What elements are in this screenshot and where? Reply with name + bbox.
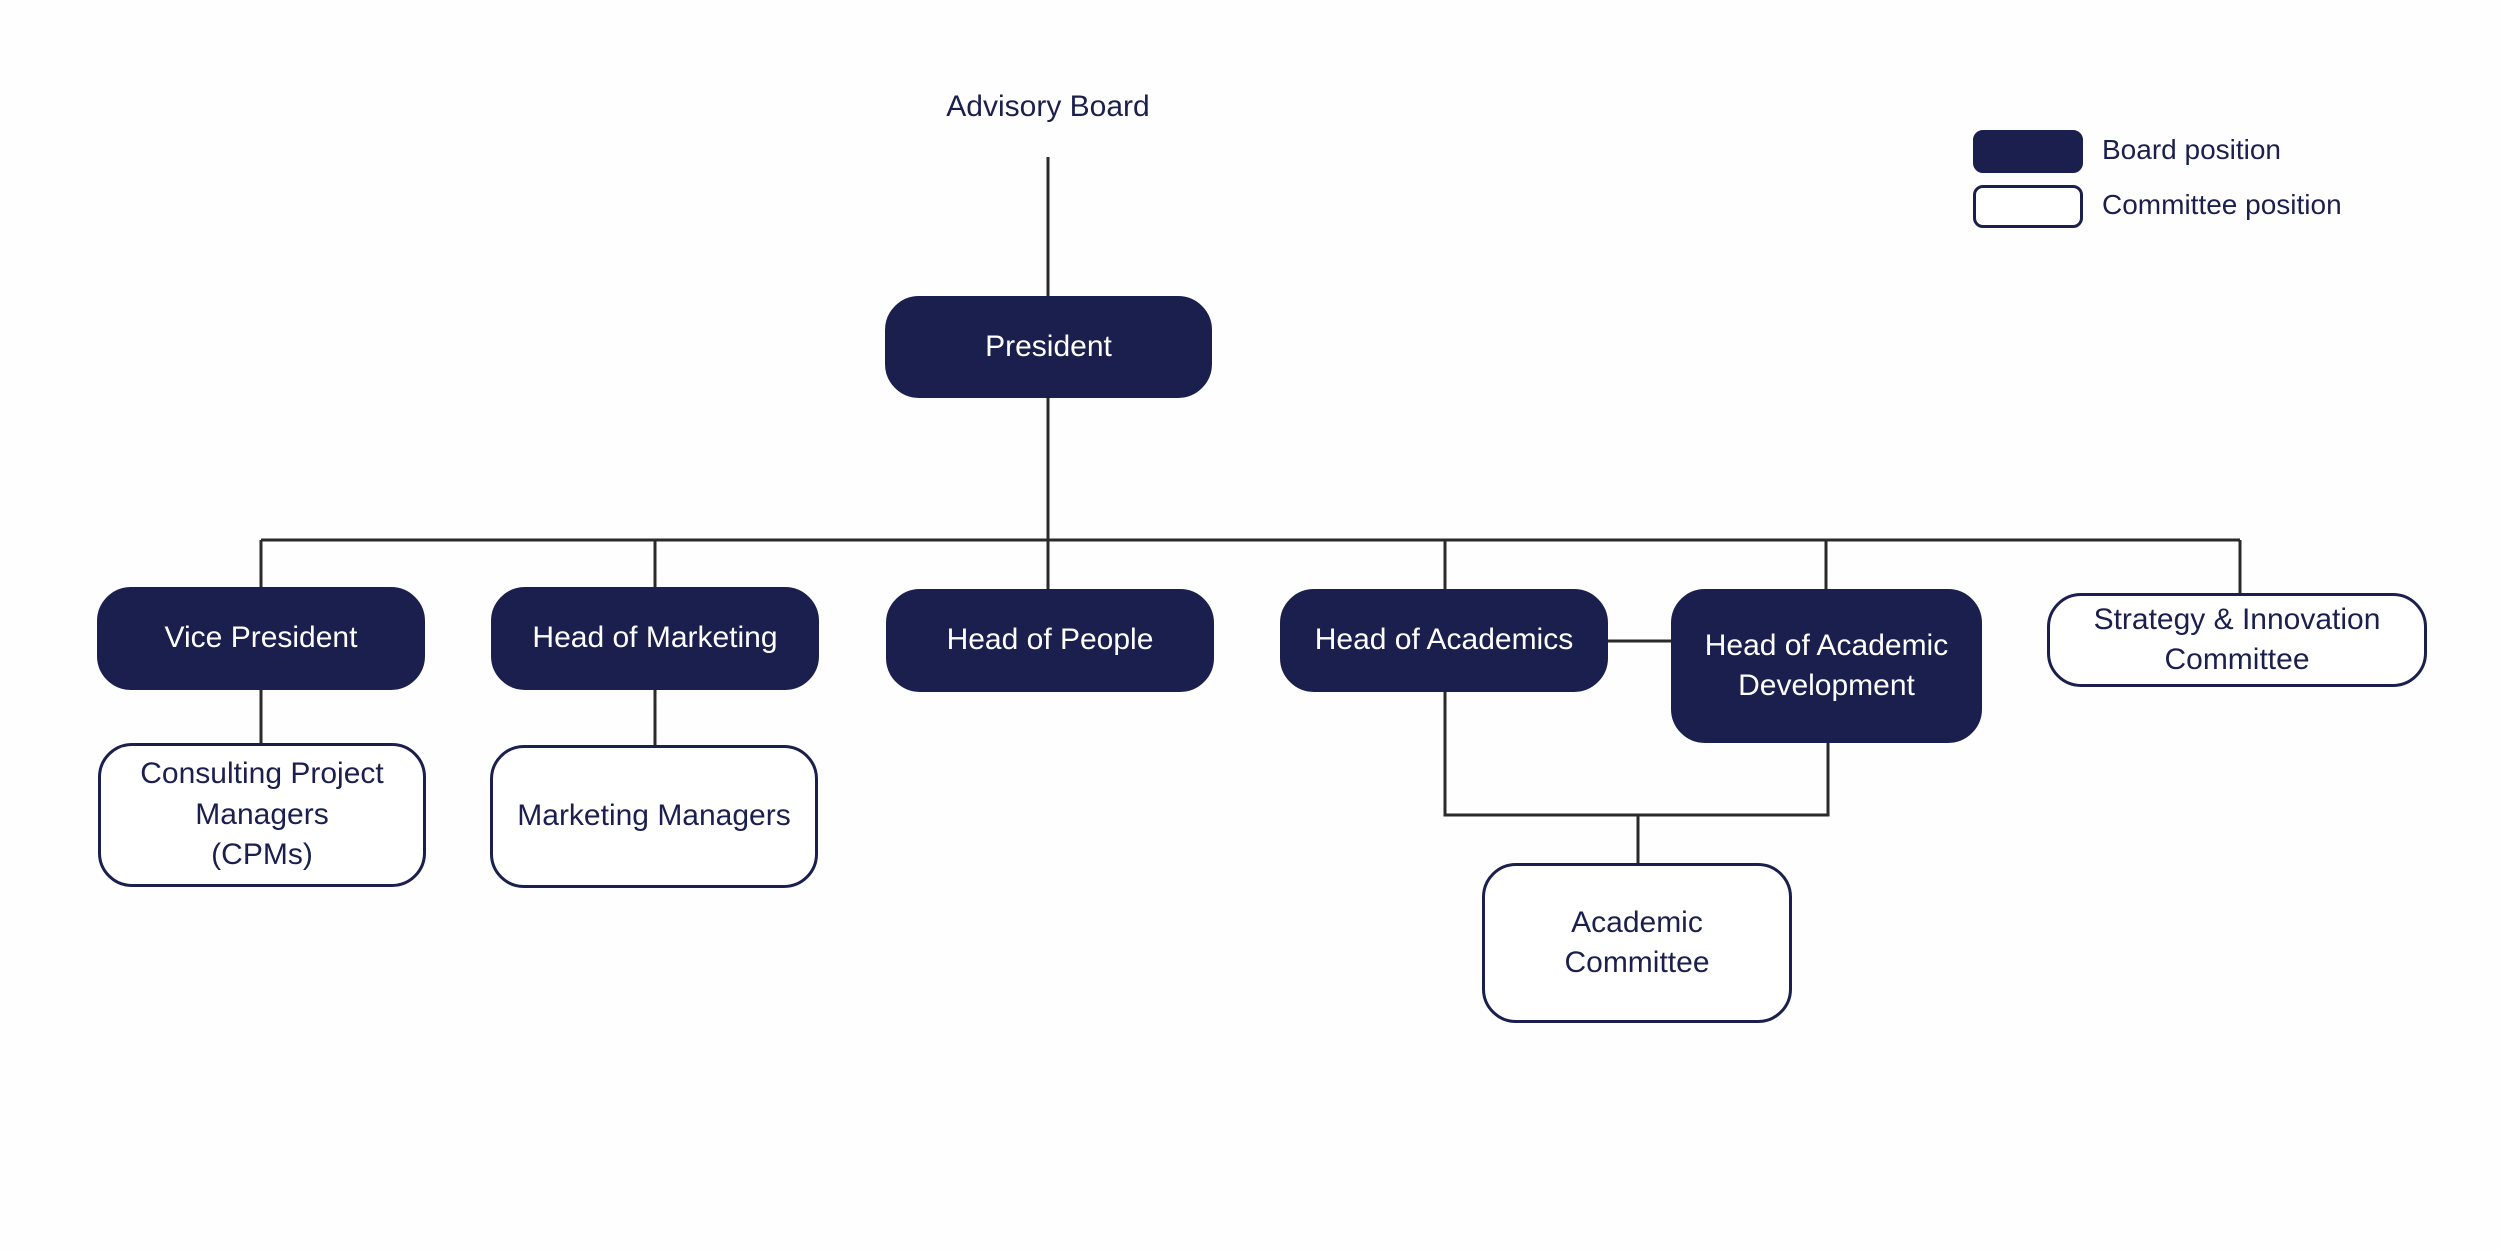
legend-committee-swatch — [1973, 185, 2083, 228]
advisory-board-label: Advisory Board — [946, 90, 1150, 123]
president-node[interactable]: President — [885, 296, 1212, 398]
head-of-academics-node[interactable]: Head of Academics — [1280, 589, 1608, 692]
vice-president-node[interactable]: Vice President — [97, 587, 425, 690]
legend-board-label: Board position — [2102, 134, 2282, 165]
legend-committee-label: Committee position — [2102, 189, 2342, 220]
academic-committee-node[interactable]: Academic Committee — [1482, 863, 1792, 1023]
head-of-academic-development-node[interactable]: Head of Academic Development — [1671, 589, 1982, 743]
strategy-innovation-committee-node[interactable]: Strategy & Innovation Committee — [2047, 593, 2427, 687]
head-of-marketing-node[interactable]: Head of Marketing — [491, 587, 819, 690]
consulting-project-managers-node[interactable]: Consulting Project Managers (CPMs) — [98, 743, 426, 887]
head-of-people-node[interactable]: Head of People — [886, 589, 1214, 692]
marketing-managers-node[interactable]: Marketing Managers — [490, 745, 818, 888]
legend-board-swatch — [1973, 130, 2083, 173]
